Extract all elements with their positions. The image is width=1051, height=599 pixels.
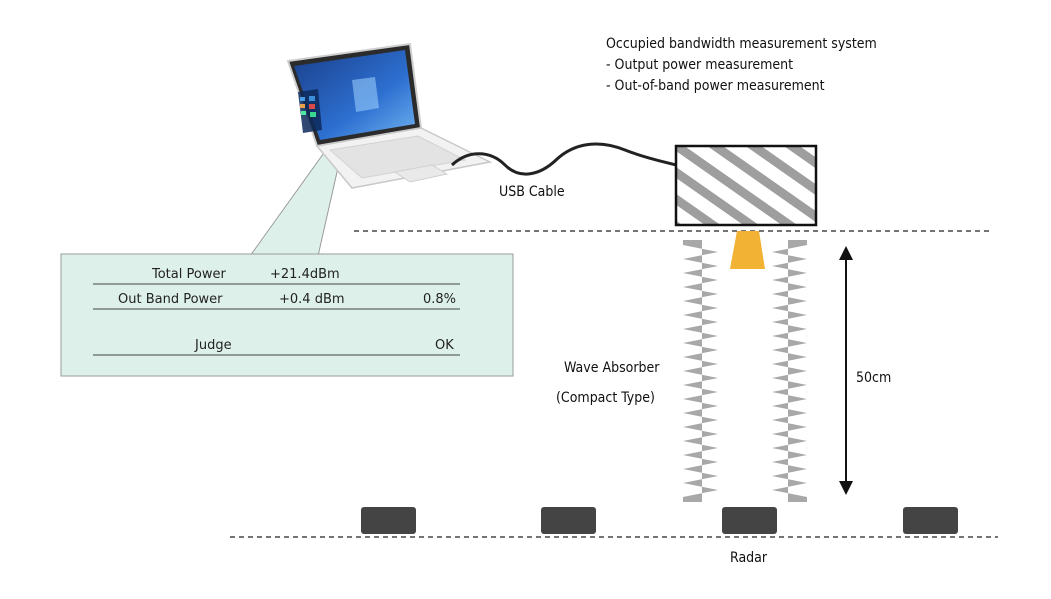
measurement-system-box [674,144,818,227]
readout-panel [60,253,514,377]
radar-unit-3 [722,507,777,534]
wave-absorber-left [683,240,718,502]
judge-label: Judge [195,338,232,353]
system-line-outband: - Out-of-band power measurement [606,78,825,94]
distance-arrow [839,246,853,495]
out-band-power-value: +0.4 dBm [279,292,345,307]
laptop-icon [286,42,493,189]
out-band-power-percent: 0.8% [423,292,457,307]
system-line-output: - Output power measurement [606,57,794,73]
radar-unit-4 [903,507,958,534]
radar-label: Radar [730,550,768,566]
system-description: Occupied bandwidth measurement system - … [606,34,877,97]
callout-pointer [249,149,343,257]
radar-unit-1 [361,507,416,534]
judge-value: OK [435,338,454,353]
distance-label: 50cm [856,370,892,386]
total-power-label: Total Power [152,267,226,282]
absorber-label-1: Wave Absorber [564,360,660,376]
total-power-value: +21.4dBm [270,267,340,282]
system-title: Occupied bandwidth measurement system [606,36,877,52]
radar-unit-2 [541,507,596,534]
usb-cable-label: USB Cable [499,184,565,200]
wave-absorber-right [772,240,807,502]
usb-cable [450,142,677,176]
absorber-label-2: (Compact Type) [556,390,655,406]
antenna [730,231,765,269]
out-band-power-label: Out Band Power [118,292,223,307]
